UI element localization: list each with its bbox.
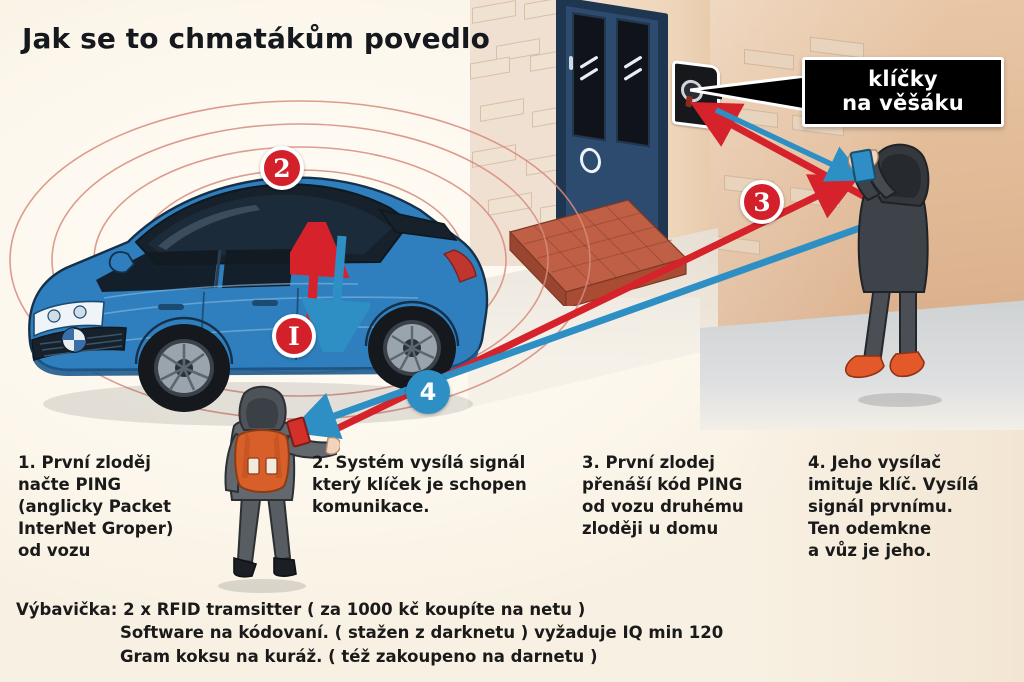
door-glass-right (616, 18, 650, 148)
step-badge-2: 2 (260, 146, 304, 190)
equipment-note: Výbavička: 2 x RFID tramsitter ( za 1000… (16, 598, 723, 668)
callout-line-2: na věšáku (842, 91, 964, 115)
step-badge-4: 4 (406, 370, 450, 414)
caption-step-4: 4. Jeho vysílač imituje klíč. Vysílá sig… (808, 453, 979, 560)
equipment-line-1: Výbavička: 2 x RFID tramsitter ( za 1000… (16, 600, 586, 619)
door-handle (569, 55, 573, 71)
callout-line-1: klíčky (868, 67, 938, 92)
caption-step-3: 3. První zlodej přenáší kód PING od vozu… (582, 453, 744, 538)
caption-step-2: 2. Systém vysílá signál který klíček je … (312, 453, 527, 516)
page-title: Jak se to chmatákům povedlo (22, 22, 490, 55)
brick-doorstep (480, 196, 700, 306)
equipment-line-2: Software na kódovaní. ( stažen z darknet… (120, 623, 724, 643)
thief-with-backpack-at-car (218, 385, 340, 593)
thief-with-transmitter-at-house (844, 143, 942, 407)
caption-step-1: 1. První zloděj načte PING (anglicky Pac… (18, 453, 174, 560)
key-hook-callout: klíčky na věšáku (802, 57, 1004, 127)
step-badge-3: 3 (740, 180, 784, 224)
step-badge-1: I (272, 314, 316, 358)
equipment-line-3: Gram koksu na kuráž. ( též zakoupeno na … (120, 646, 598, 666)
callout-pointer (690, 76, 808, 112)
door-glass-left (572, 12, 606, 142)
